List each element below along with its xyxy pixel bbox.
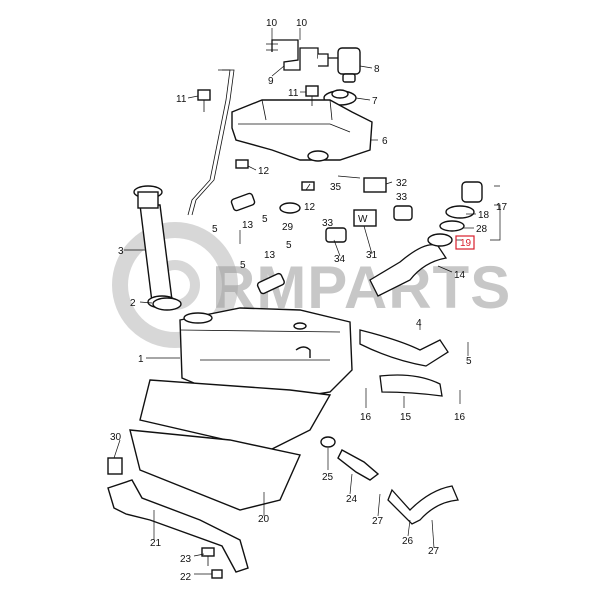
vent-hose-assembly	[266, 39, 361, 83]
label-23: 23	[180, 554, 192, 565]
part-11-bolts	[197, 85, 319, 112]
label-19: 19	[460, 238, 472, 249]
label-20: 20	[258, 514, 270, 525]
label-25: 25	[322, 472, 334, 483]
label-7: 7	[372, 96, 378, 107]
part-33-hose-right	[393, 205, 413, 221]
part-31-connector: W	[353, 209, 377, 227]
label-35: 35	[330, 182, 342, 193]
callout-labels: 10 10 8 9 11 11 7 6 12 12 35 32 17 18 28…	[110, 18, 508, 583]
part-4-hose	[359, 329, 449, 367]
label-6: 6	[382, 136, 388, 147]
part-30-clip	[107, 457, 123, 475]
label-13-mid: 13	[264, 250, 276, 261]
label-11-right: 11	[288, 88, 299, 99]
label-4: 4	[416, 318, 422, 329]
label-34: 34	[334, 254, 346, 265]
label-33-right: 33	[396, 192, 408, 203]
part-13-hose-top	[230, 192, 256, 212]
part-15-hose	[379, 374, 443, 397]
part-12-bushing-top	[235, 159, 249, 169]
label-5-a: 5	[212, 224, 218, 235]
label-8: 8	[374, 64, 380, 75]
part-26-hose	[387, 485, 459, 525]
leader-lines	[113, 28, 501, 575]
part-29-grommet	[279, 202, 301, 214]
part-13-hose-mid	[256, 272, 285, 295]
part-33-hose-left	[325, 227, 347, 243]
label-21: 21	[150, 538, 162, 549]
part-25-gasket	[320, 436, 336, 448]
label-24: 24	[346, 494, 358, 505]
label-10-right: 10	[296, 18, 308, 29]
label-31: 31	[366, 250, 378, 261]
part-20-skid-plate	[129, 379, 332, 511]
part-24-sender	[337, 449, 380, 481]
part-12-bushing-bottom	[301, 181, 315, 191]
label-29: 29	[282, 222, 294, 233]
label-9: 9	[268, 76, 274, 87]
part-6-expansion-tank	[231, 99, 373, 162]
label-16-right: 16	[454, 412, 466, 423]
label-5-b: 5	[262, 214, 268, 225]
part-2-gasket	[152, 297, 182, 311]
part-14-hose	[369, 244, 448, 297]
label-5-c: 5	[240, 260, 246, 271]
label-16-left: 16	[360, 412, 372, 423]
label-2: 2	[130, 298, 136, 309]
label-17: 17	[496, 202, 508, 213]
label-14: 14	[454, 270, 466, 281]
highlight-box-19	[455, 235, 475, 250]
part-17-cap-assembly	[427, 181, 483, 247]
label-27-right: 27	[428, 546, 440, 557]
label-32: 32	[396, 178, 408, 189]
label-15: 15	[400, 412, 412, 423]
label-30: 30	[110, 432, 122, 443]
label-33-left: 33	[322, 218, 334, 229]
part-32-connector	[363, 177, 387, 193]
part-23-bolt	[201, 547, 215, 566]
label-27-left: 27	[372, 516, 384, 527]
label-5-d: 5	[286, 240, 292, 251]
connector-stamp: W	[358, 214, 368, 225]
label-1: 1	[138, 354, 144, 365]
label-3: 3	[118, 246, 124, 257]
label-11-left: 11	[176, 94, 187, 105]
label-28: 28	[476, 224, 488, 235]
label-5-e: 5	[466, 356, 472, 367]
label-13-top: 13	[242, 220, 254, 231]
part-22-nut	[211, 569, 223, 579]
label-12-top: 12	[258, 166, 270, 177]
part-21-strap	[107, 479, 249, 573]
part-1-fuel-tank	[179, 307, 353, 401]
label-12-bottom: 12	[304, 202, 316, 213]
label-26: 26	[402, 536, 414, 547]
label-22: 22	[180, 572, 192, 583]
label-10-top: 10	[266, 18, 278, 29]
label-18: 18	[478, 210, 490, 221]
